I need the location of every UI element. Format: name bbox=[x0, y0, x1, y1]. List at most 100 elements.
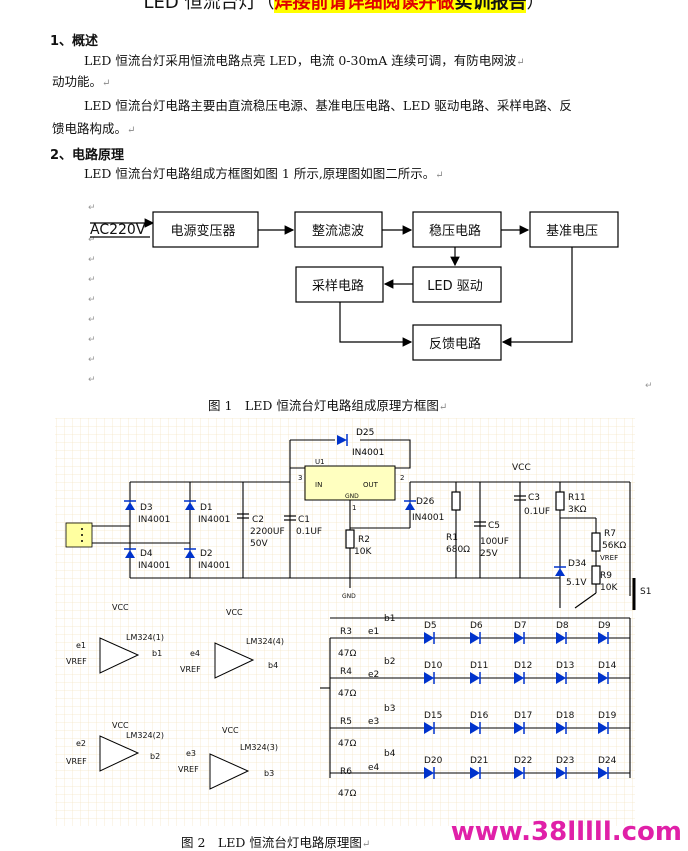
led-d7: D7 bbox=[514, 621, 527, 644]
svg-text:D4: D4 bbox=[140, 549, 153, 559]
led-label: D7 bbox=[514, 621, 527, 631]
svg-text:IN: IN bbox=[315, 481, 322, 489]
svg-text:LED 驱动: LED 驱动 bbox=[427, 279, 483, 294]
svg-text:↵: ↵ bbox=[88, 235, 96, 245]
led-d16: D16 bbox=[470, 711, 489, 734]
paragraph-marks: ↵↵↵↵ ↵↵↵↵↵ ↵ bbox=[88, 203, 653, 391]
svg-text:LM324(4): LM324(4) bbox=[246, 637, 284, 646]
led-d18: D18 bbox=[556, 711, 575, 734]
block-transformer bbox=[152, 211, 259, 248]
svg-text:1: 1 bbox=[352, 504, 356, 512]
svg-text:C3: C3 bbox=[528, 493, 540, 503]
section-2-heading: 2、电路原理 bbox=[50, 148, 125, 163]
block-sampling bbox=[295, 266, 384, 303]
svg-text:VCC: VCC bbox=[512, 463, 531, 473]
section-1-heading: 1、概述 bbox=[50, 34, 99, 49]
svg-text:IN4001: IN4001 bbox=[412, 513, 444, 523]
svg-text:b1: b1 bbox=[152, 649, 162, 658]
led-row-resistors: R3 47Ω e1 b1 R4 47Ω e2 b2 R5 47Ω e3 b3 R… bbox=[338, 614, 396, 799]
circuit-schematic: U1 IN OUT GND 3 2 1 D25 IN4001 D3 IN4001… bbox=[55, 418, 651, 826]
figure-1-caption: 图 1 LED 恒流台灯电路组成原理方框图↵ bbox=[208, 398, 448, 413]
svg-text:b4: b4 bbox=[384, 749, 396, 759]
led-d10: D10 bbox=[424, 661, 443, 684]
led-label: D20 bbox=[424, 756, 443, 766]
svg-text:R11: R11 bbox=[568, 493, 586, 503]
block-rectifier bbox=[294, 211, 383, 248]
led-d23: D23 bbox=[556, 756, 574, 779]
svg-text:b1: b1 bbox=[384, 614, 395, 624]
svg-text:↵: ↵ bbox=[88, 315, 96, 325]
svg-text:稳压电路: 稳压电路 bbox=[429, 223, 481, 239]
svg-text:LM324(2): LM324(2) bbox=[126, 731, 164, 740]
led-d8: D8 bbox=[556, 621, 569, 644]
svg-text:e2: e2 bbox=[76, 739, 86, 748]
led-label: D13 bbox=[556, 661, 574, 671]
ac-input-connector bbox=[65, 522, 93, 548]
svg-text:b4: b4 bbox=[268, 661, 278, 670]
sec1-para1-line1: LED 恒流台灯采用恒流电路点亮 LED，电流 0-30mA 连续可调，有防电网… bbox=[84, 53, 525, 68]
svg-text:e1: e1 bbox=[368, 627, 379, 637]
svg-text:R7: R7 bbox=[604, 529, 616, 539]
svg-text:OUT: OUT bbox=[363, 481, 379, 489]
svg-text:IN4001: IN4001 bbox=[198, 561, 230, 571]
svg-text:10K: 10K bbox=[354, 547, 372, 557]
led-d15: D15 bbox=[424, 711, 442, 734]
svg-text:S1: S1 bbox=[640, 587, 651, 597]
led-label: D11 bbox=[470, 661, 488, 671]
svg-text:采样电路: 采样电路 bbox=[312, 278, 364, 294]
svg-text:10K: 10K bbox=[600, 583, 618, 593]
svg-text:56KΩ: 56KΩ bbox=[602, 541, 626, 551]
svg-text:R1: R1 bbox=[446, 533, 458, 543]
led-label: D19 bbox=[598, 711, 617, 721]
svg-text:反馈电路: 反馈电路 bbox=[429, 336, 481, 352]
block-feedback bbox=[412, 324, 502, 361]
svg-text:e4: e4 bbox=[368, 763, 380, 773]
svg-text:b3: b3 bbox=[264, 769, 274, 778]
led-label: D9 bbox=[598, 621, 611, 631]
svg-text:D3: D3 bbox=[140, 503, 153, 513]
svg-text:LM324(1): LM324(1) bbox=[126, 633, 164, 642]
svg-text:IN4001: IN4001 bbox=[138, 515, 170, 525]
led-d14: D14 bbox=[598, 661, 617, 684]
svg-text:D25: D25 bbox=[356, 428, 374, 438]
led-d17: D17 bbox=[514, 711, 532, 734]
led-label: D18 bbox=[556, 711, 575, 721]
svg-text:↵: ↵ bbox=[645, 381, 653, 391]
svg-text:0.1UF: 0.1UF bbox=[296, 527, 322, 537]
svg-text:e3: e3 bbox=[368, 717, 379, 727]
svg-text:VCC: VCC bbox=[222, 726, 239, 735]
svg-text:IN4001: IN4001 bbox=[138, 561, 170, 571]
zener-d34 bbox=[554, 566, 566, 576]
led-d6: D6 bbox=[470, 621, 483, 644]
svg-text:VREF: VREF bbox=[180, 665, 201, 674]
sec2-para1: LED 恒流台灯电路组成方框图如图 1 所示,原理图如图二所示。↵ bbox=[84, 166, 444, 181]
svg-text:↵: ↵ bbox=[88, 295, 96, 305]
led-d9: D9 bbox=[598, 621, 611, 644]
power-section-wiring bbox=[90, 439, 631, 609]
sec1-para2-line2: 馈电路构成。↵ bbox=[52, 121, 136, 136]
led-d24: D24 bbox=[598, 756, 617, 779]
led-label: D24 bbox=[598, 756, 617, 766]
svg-text:IN4001: IN4001 bbox=[352, 448, 384, 458]
svg-text:↵: ↵ bbox=[88, 355, 96, 365]
svg-text:b2: b2 bbox=[150, 752, 160, 761]
svg-text:VCC: VCC bbox=[112, 603, 129, 612]
svg-text:↵: ↵ bbox=[88, 375, 96, 385]
svg-text:D26: D26 bbox=[416, 497, 435, 507]
svg-text:VREF: VREF bbox=[178, 765, 199, 774]
svg-text:C2: C2 bbox=[252, 515, 264, 525]
svg-text:47Ω: 47Ω bbox=[338, 689, 356, 699]
led-d5: D5 bbox=[424, 621, 437, 644]
svg-text:↵: ↵ bbox=[88, 255, 96, 265]
svg-text:D1: D1 bbox=[200, 503, 213, 513]
led-d21: D21 bbox=[470, 756, 488, 779]
report-highlight: 实训报告 bbox=[454, 0, 527, 13]
svg-text:e4: e4 bbox=[190, 649, 200, 658]
svg-text:整流滤波: 整流滤波 bbox=[312, 224, 364, 239]
svg-text:e2: e2 bbox=[368, 670, 379, 680]
svg-text:b3: b3 bbox=[384, 704, 395, 714]
svg-text:R5: R5 bbox=[340, 717, 352, 727]
svg-text:VREF: VREF bbox=[66, 657, 87, 666]
svg-text:VREF: VREF bbox=[600, 554, 618, 562]
